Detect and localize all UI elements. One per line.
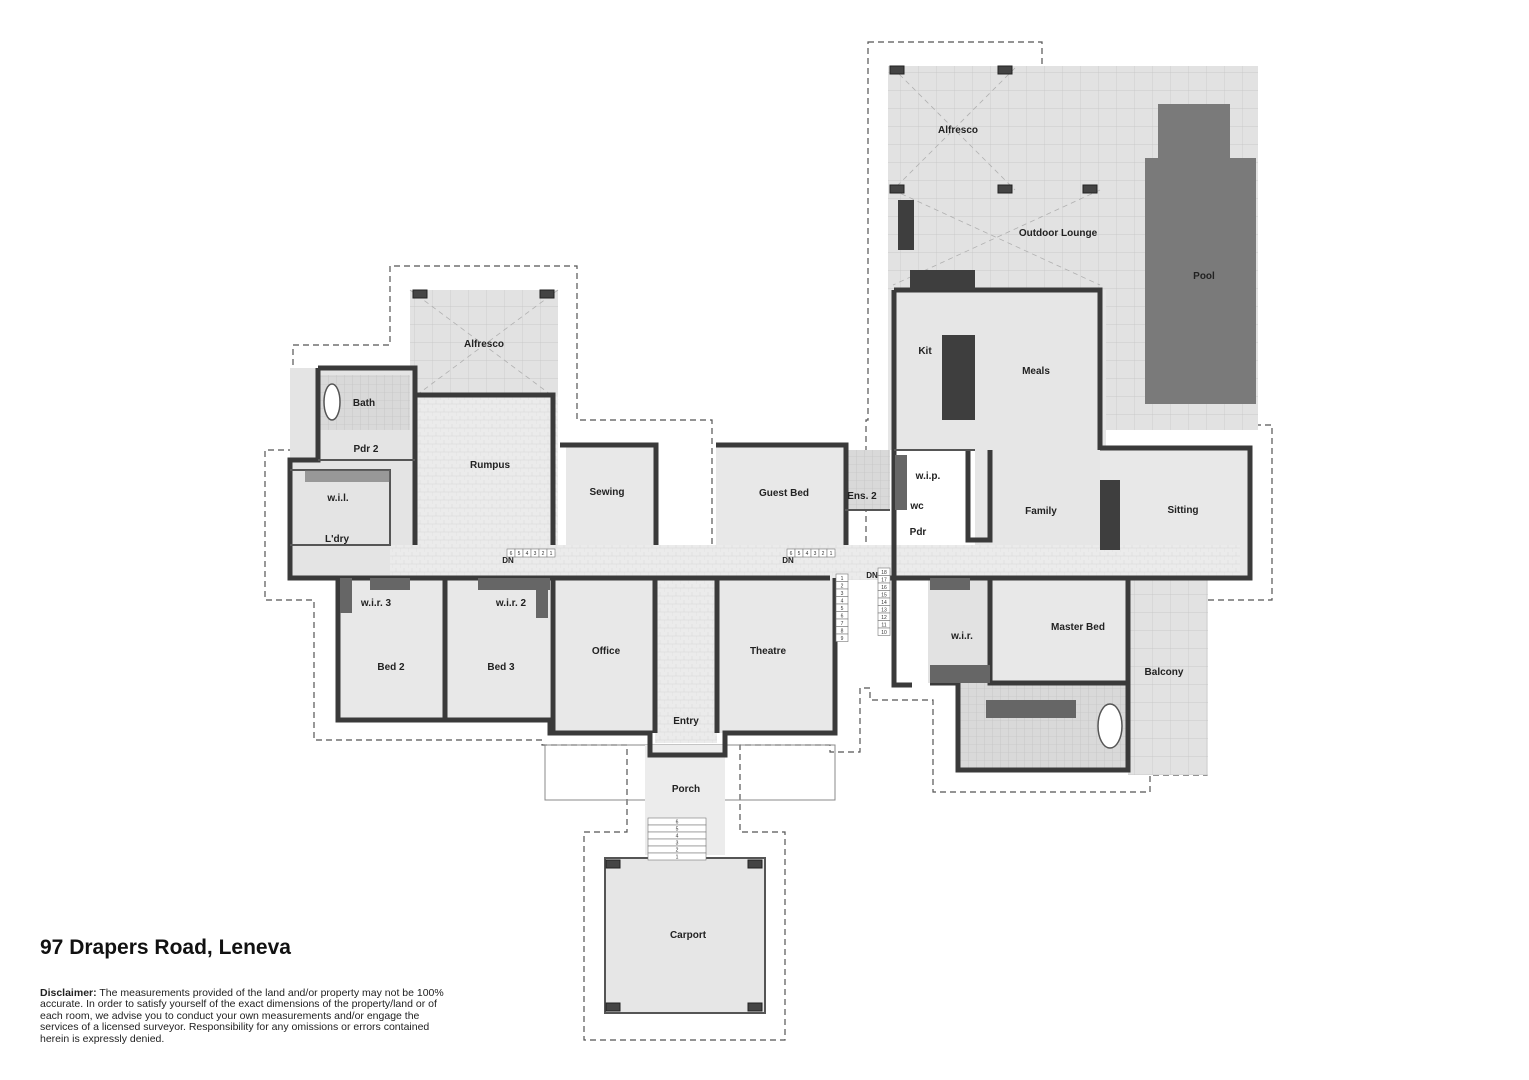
label-alfresco-left: Alfresco	[464, 339, 504, 350]
label-rumpus: Rumpus	[470, 460, 510, 471]
stair-step-number: 6	[676, 820, 679, 826]
stair-step-number: 6	[510, 551, 513, 557]
stair-step-number: 13	[881, 607, 887, 613]
stair-step-number: 12	[881, 615, 887, 621]
walls	[287, 287, 1253, 1014]
disclaimer-text: The measurements provided of the land an…	[40, 987, 444, 1045]
label-ldry: L'dry	[325, 534, 349, 545]
label-office: Office	[592, 646, 621, 657]
stair-step-number: 6	[790, 551, 793, 557]
fixtures	[305, 200, 1123, 749]
label-ens2: Ens. 2	[847, 491, 877, 502]
stair-step-number: 14	[881, 600, 887, 606]
label-balcony: Balcony	[1145, 667, 1184, 678]
disclaimer-label: Disclaimer:	[40, 987, 97, 999]
label-wir3: w.i.r. 3	[360, 598, 392, 609]
posts	[412, 65, 1098, 1012]
stair-step-number: 1	[676, 855, 679, 861]
label-entry: Entry	[673, 716, 699, 727]
label-bath: Bath	[353, 398, 375, 409]
label-wir2: w.i.r. 2	[495, 598, 527, 609]
label-theatre: Theatre	[750, 646, 787, 657]
label-sewing: Sewing	[589, 487, 624, 498]
stair-step-number: 5	[841, 606, 844, 612]
stair-step-number: 1	[830, 551, 833, 557]
stairs-right-steps-col1: 12 34 56 78 9	[835, 573, 849, 642]
stairs-mid-dn-label: DN	[782, 556, 794, 565]
stair-step-number: 6	[841, 613, 844, 619]
label-meals: Meals	[1022, 366, 1050, 377]
label-pdr2: Pdr 2	[353, 444, 378, 455]
label-carport: Carport	[670, 930, 707, 941]
stair-step-number: 3	[814, 551, 817, 557]
label-kit: Kit	[918, 346, 932, 357]
label-family: Family	[1025, 506, 1057, 517]
stair-step-number: 10	[881, 630, 887, 636]
stair-step-number: 3	[676, 841, 679, 847]
stair-step-number: 2	[676, 848, 679, 854]
stair-step-number: 11	[881, 622, 886, 628]
stair-step-number: 5	[798, 551, 801, 557]
interior-floors	[290, 290, 1250, 1013]
stair-step-number: 2	[542, 551, 545, 557]
label-master-bed: Master Bed	[1051, 622, 1105, 633]
stair-tread	[877, 627, 891, 636]
label-guest-bed: Guest Bed	[759, 488, 809, 499]
label-pool: Pool	[1193, 271, 1215, 282]
stair-tread	[835, 633, 849, 642]
stair-step-number: 3	[841, 591, 844, 597]
label-wir: w.i.r.	[950, 631, 973, 642]
stair-step-number: 4	[526, 551, 529, 557]
label-pdr: Pdr	[910, 527, 927, 538]
stair-tread	[647, 852, 707, 861]
label-bed2: Bed 2	[377, 662, 405, 673]
label-bed3: Bed 3	[487, 662, 515, 673]
label-alfresco-right: Alfresco	[938, 125, 978, 136]
stair-step-number: 4	[806, 551, 809, 557]
disclaimer: Disclaimer: The measurements provided of…	[40, 987, 460, 1045]
room-labels: Alfresco Alfresco Outdoor Lounge Pool Ki…	[325, 125, 1215, 941]
label-sitting: Sitting	[1167, 505, 1198, 516]
stair-step-number: 8	[841, 628, 844, 634]
stair-tread	[826, 548, 836, 558]
stair-step-number: 15	[881, 592, 887, 598]
stair-step-number: 1	[550, 551, 553, 557]
stair-step-number: 2	[822, 551, 825, 557]
label-porch: Porch	[672, 784, 700, 795]
stair-step-number: 4	[841, 598, 844, 604]
pool	[1145, 104, 1256, 404]
stair-step-number: 18	[881, 570, 887, 576]
stair-step-number: 2	[841, 583, 844, 589]
stair-step-number: 7	[841, 621, 844, 627]
stair-step-number: 5	[518, 551, 521, 557]
stairs-left-dn-label: DN	[502, 556, 514, 565]
stair-tread	[546, 548, 556, 558]
stair-step-number: 1	[841, 576, 844, 582]
label-wip: w.i.p.	[915, 471, 941, 482]
stairs-right-dn-label: DN	[866, 571, 878, 580]
stair-step-number: 17	[881, 577, 887, 583]
label-wc: wc	[909, 501, 924, 512]
property-address: 97 Drapers Road, Leneva	[40, 936, 291, 959]
stair-step-number: 16	[881, 585, 887, 591]
label-wil: w.i.l.	[326, 493, 349, 504]
label-outdoor-lounge: Outdoor Lounge	[1019, 228, 1098, 239]
stair-step-number: 3	[534, 551, 537, 557]
stair-step-number: 9	[841, 636, 844, 642]
stair-step-number: 5	[676, 827, 679, 833]
stair-step-number: 4	[676, 834, 679, 840]
